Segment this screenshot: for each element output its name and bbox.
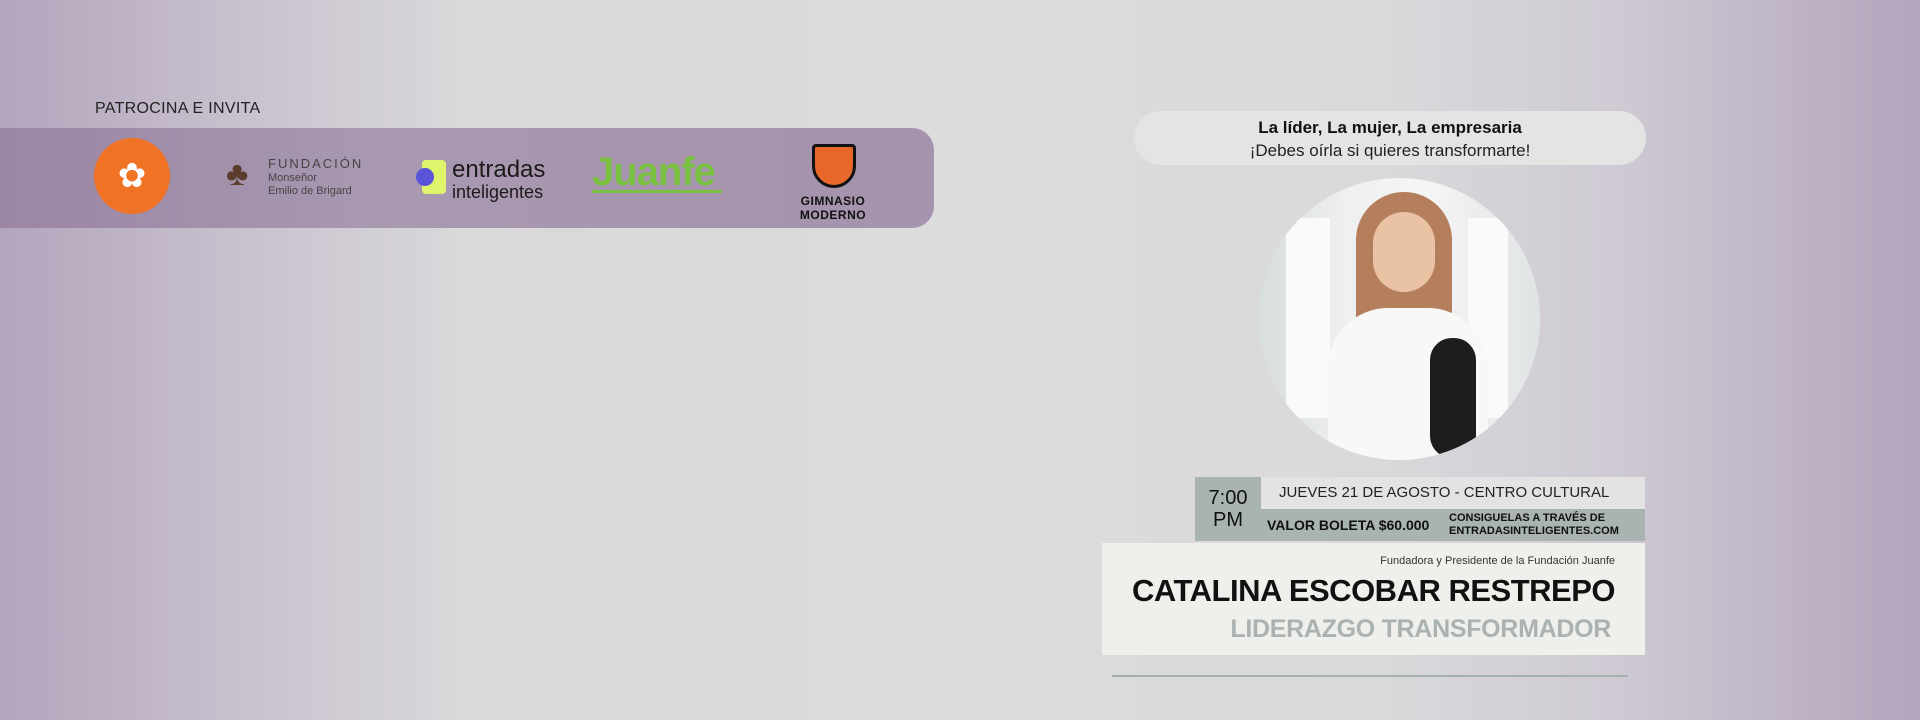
tagline-line1: La líder, La mujer, La empresaria	[1258, 118, 1522, 137]
fundacion-line3: Emilio de Brigard	[268, 185, 352, 197]
ticket-price: VALOR BOLETA $60.000	[1267, 517, 1430, 533]
juanfe-label: Juanfe	[592, 150, 716, 194]
event-ampm: PM	[1213, 509, 1243, 531]
purchase-line2: ENTRADASINTELIGENTES.COM	[1449, 525, 1619, 537]
entradas-dot-icon	[416, 168, 434, 186]
fundacion-line2: Monseñor	[268, 172, 317, 184]
talk-topic: LIDERAZGO TRANSFORMADOR	[1230, 615, 1611, 643]
juanfe-underline	[592, 190, 722, 193]
speaker-role: Fundadora y Presidente de la Fundación J…	[1380, 555, 1615, 567]
date-place-bar: JUEVES 21 DE AGOSTO - CENTRO CULTURAL	[1261, 477, 1645, 509]
tagline-pill: La líder, La mujer, La empresaria ¡Debes…	[1134, 111, 1646, 165]
time-box: 7:00 PM	[1195, 477, 1261, 541]
fundacion-line1: FUNDACIÓN	[268, 156, 364, 171]
entradas-logo: entradas inteligentes	[416, 156, 546, 206]
bottom-divider	[1112, 675, 1628, 677]
purchase-info: CONSIGUELAS A TRAVÉS DE ENTRADASINTELIGE…	[1449, 512, 1619, 538]
speaker-portrait	[1258, 178, 1540, 460]
event-time: 7:00	[1208, 487, 1248, 509]
entradas-line1: entradas	[452, 156, 546, 183]
gimnasio-label: GIMNASIO MODERNO	[799, 194, 867, 222]
speaker-card: Fundadora y Presidente de la Fundación J…	[1102, 543, 1645, 655]
sponsors-title: PATROCINA E INVITA	[95, 100, 261, 117]
portrait-face	[1373, 212, 1435, 292]
fundacion-logo: ♣ FUNDACIÓN Monseñor Emilio de Brigard	[226, 152, 366, 202]
speaker-name: CATALINA ESCOBAR RESTREPO	[1132, 573, 1615, 608]
purchase-line1: CONSIGUELAS A TRAVÉS DE	[1449, 512, 1606, 524]
portrait-leg	[1430, 338, 1476, 458]
entradas-line2: inteligentes	[452, 182, 544, 202]
price-bar: VALOR BOLETA $60.000 CONSIGUELAS A TRAVÉ…	[1261, 509, 1645, 541]
portrait-window-left	[1286, 218, 1330, 418]
tree-icon: ♣	[226, 155, 249, 193]
orange-circle-logo: ✿	[94, 138, 170, 214]
figure-icon: ✿	[117, 157, 147, 195]
juanfe-logo: Juanfe	[592, 150, 722, 200]
tagline-line2: ¡Debes oírla si quieres transformarte!	[1249, 141, 1531, 160]
gimnasio-logo: GIMNASIO MODERNO	[778, 144, 888, 222]
shield-icon	[812, 144, 856, 188]
